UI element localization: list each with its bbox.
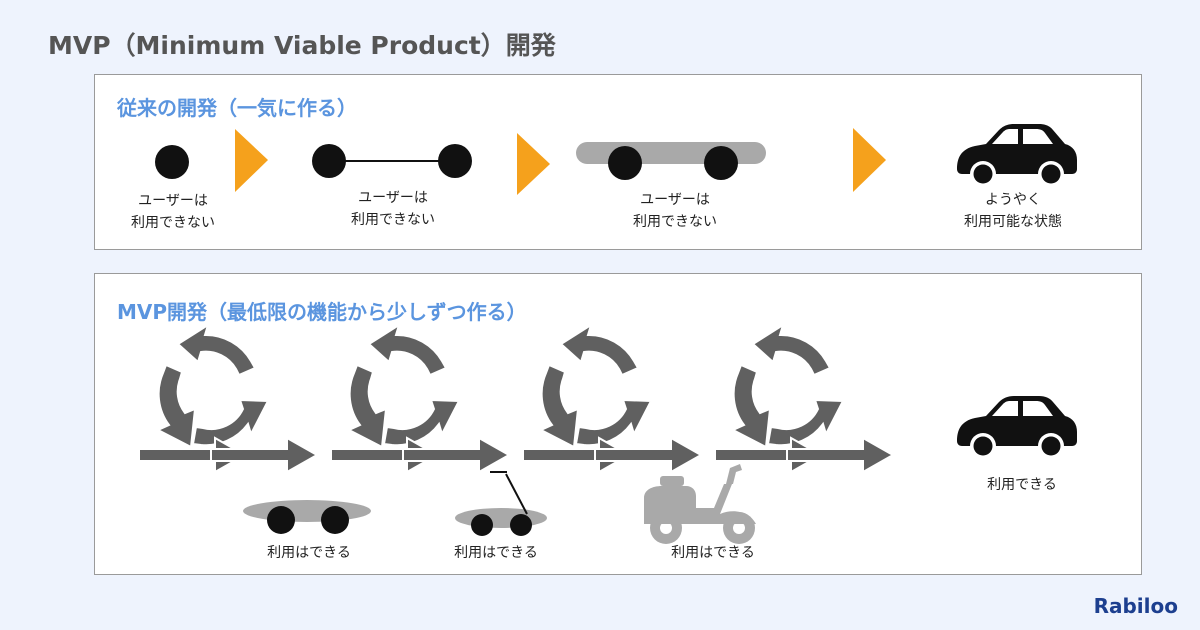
- stage-label: 利用はできる: [671, 545, 755, 561]
- stage-label: ユーザーは利用できない: [131, 193, 215, 231]
- stage-label: ようやく利用可能な状態: [964, 192, 1062, 230]
- stage-label: ユーザーは利用できない: [351, 190, 435, 228]
- push-cart-icon: [455, 471, 547, 536]
- chassis-icon: [576, 142, 766, 180]
- scooter-icon: [644, 464, 756, 544]
- traditional-illustrations: [155, 124, 1077, 195]
- traditional-panel-title: 従来の開発（一気に作る）: [117, 96, 357, 120]
- car-icon: [957, 124, 1077, 187]
- stage-label: 利用はできる: [267, 545, 351, 561]
- page-title: MVP（Minimum Viable Product）開発: [48, 31, 556, 60]
- wheel-icon: [155, 145, 189, 179]
- stage-label: 利用できる: [987, 477, 1057, 493]
- traditional-development-panel: 従来の開発（一気に作る）: [94, 74, 1142, 250]
- mvp-illustrations: [138, 324, 1077, 544]
- brand-logo: Rabiloo: [1093, 594, 1178, 618]
- axle-icon: [312, 144, 472, 178]
- skateboard-icon: [243, 500, 371, 534]
- progress-arrow-icon: [517, 133, 550, 195]
- cycle-arrows-icon: [522, 324, 702, 473]
- cycle-arrows-icon: [714, 324, 894, 473]
- stage-label: ユーザーは利用できない: [633, 192, 717, 230]
- cycle-arrows-icon: [330, 324, 510, 473]
- mvp-panel-title: MVP開発（最低限の機能から少しずつ作る）: [117, 300, 527, 324]
- stage-label: 利用はできる: [454, 545, 538, 561]
- mvp-development-panel: MVP開発（最低限の機能から少しずつ作る）: [94, 273, 1142, 575]
- progress-arrow-icon: [853, 128, 886, 192]
- car-icon: [957, 396, 1077, 459]
- cycle-arrows-icon: [138, 324, 318, 473]
- progress-arrow-icon: [235, 129, 268, 192]
